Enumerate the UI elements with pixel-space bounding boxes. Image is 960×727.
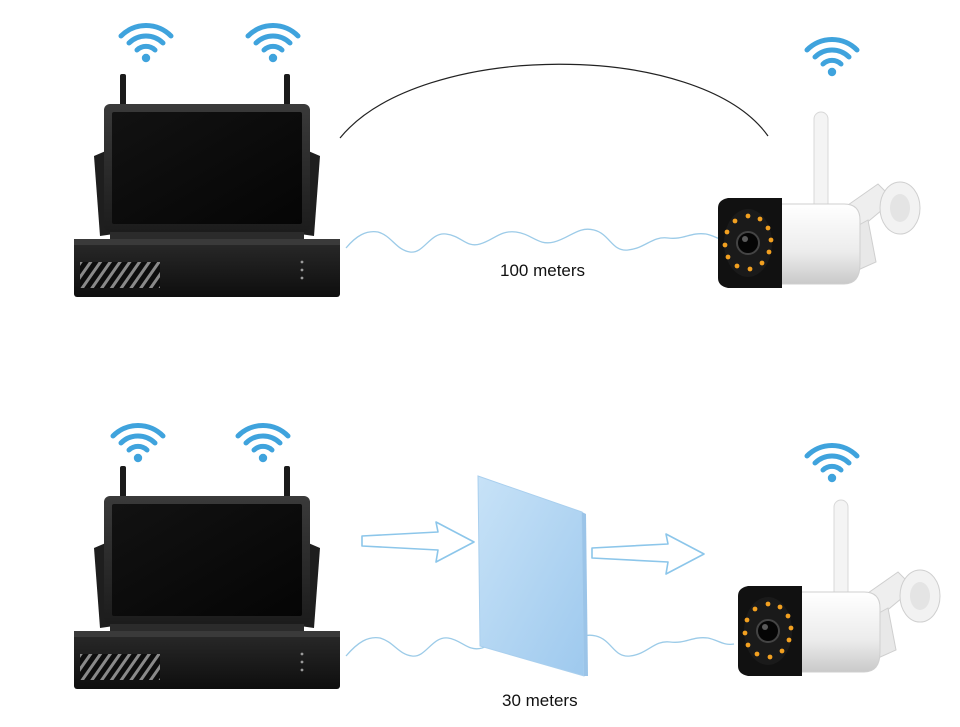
distance-label: 100 meters (500, 261, 586, 280)
scenario-through-wall (74, 425, 941, 689)
wifi-icon (113, 425, 163, 462)
bullet-camera-icon (717, 111, 921, 289)
nvr-monitor-icon (74, 466, 340, 689)
scenario-open-range (74, 25, 921, 297)
wifi-icon (807, 39, 857, 76)
nvr-monitor-icon (74, 74, 340, 297)
signal-wave (345, 228, 731, 253)
glass-panel-icon (477, 475, 585, 677)
wifi-icon (121, 25, 171, 62)
signal-range-arc (339, 63, 769, 139)
arrow-icon (591, 533, 705, 575)
distance-label: 30 meters (502, 691, 578, 710)
bullet-camera-icon (737, 499, 941, 677)
arrow-icon (361, 521, 475, 563)
wifi-icon (238, 425, 288, 462)
wifi-icon (248, 25, 298, 62)
wifi-icon (807, 445, 857, 482)
